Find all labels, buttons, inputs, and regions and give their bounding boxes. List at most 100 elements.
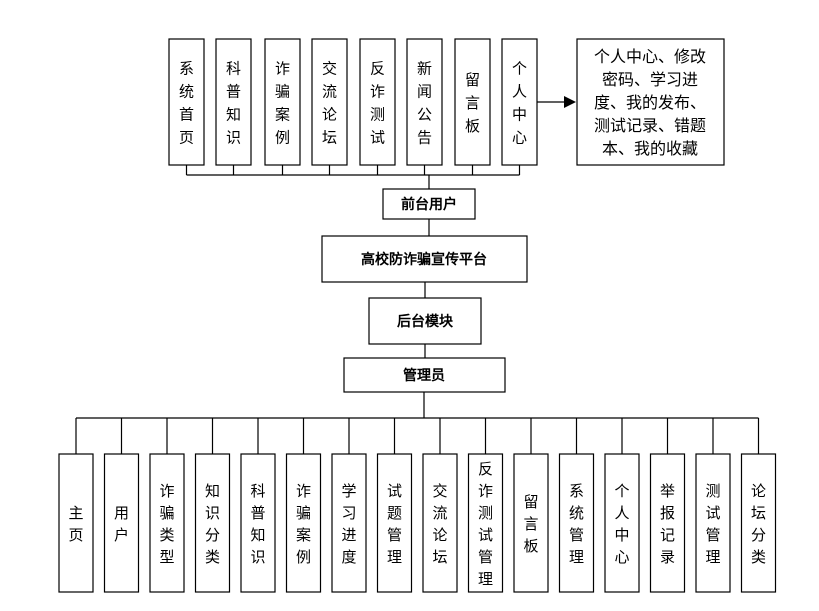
back-module-char: 坛	[432, 548, 447, 566]
back-module-box	[376, 453, 413, 593]
back-module-char: 试	[387, 482, 402, 500]
back-module-box	[240, 453, 276, 593]
front-module-char: 心	[512, 129, 527, 147]
back-module-char: 进	[341, 526, 356, 544]
platform-node: 高校防诈骗宣传平台	[321, 235, 528, 283]
front-module-char: 系	[179, 60, 194, 78]
back-module-char: 测	[705, 482, 720, 500]
back-module-char: 识	[205, 504, 220, 522]
back-module-1: 主页	[58, 453, 94, 593]
front-module-char: 骗	[275, 83, 290, 101]
back-module-char: 普	[250, 504, 265, 522]
back-module-char: 录	[660, 548, 675, 566]
front-module-7: 留言板	[454, 38, 491, 166]
admin-label: 管理员	[403, 367, 445, 384]
back-module-char: 试	[478, 526, 493, 544]
front-module-box	[264, 38, 301, 166]
back-module-char: 页	[68, 526, 83, 544]
front-module-char: 中	[512, 106, 527, 124]
front-module-box	[168, 38, 205, 166]
back-module-char: 心	[614, 548, 629, 566]
back-module-box	[467, 453, 504, 593]
front-module-char: 流	[322, 83, 337, 101]
back-module-char: 识	[250, 548, 265, 566]
front-module-char: 新	[417, 60, 432, 78]
detail-line-5: 本、我的收藏	[602, 139, 698, 158]
back-module-char: 诈	[478, 482, 493, 500]
back-module-box	[649, 453, 686, 593]
back-module-char: 诈	[159, 482, 174, 500]
back-module-char: 类	[205, 548, 220, 566]
back-module-char: 度	[341, 548, 356, 566]
back-module-box	[604, 453, 640, 593]
front-module-char: 普	[226, 83, 241, 101]
back-module-box	[331, 453, 367, 593]
back-module-char: 类	[159, 526, 174, 544]
back-module-box	[194, 453, 231, 593]
back-module-char: 理	[705, 548, 720, 566]
front-module-char: 闻	[417, 83, 432, 101]
back-module-char: 管	[478, 548, 493, 566]
back-module-char: 板	[523, 537, 538, 555]
front-module-char: 试	[370, 129, 385, 147]
back-module-char: 型	[159, 548, 174, 566]
front-module-char: 识	[226, 129, 241, 147]
back-module-char: 管	[387, 526, 402, 544]
back-module-11: 留言板	[513, 453, 549, 593]
front-module-char: 个	[512, 60, 527, 78]
front-module-box	[215, 38, 252, 166]
detail-line-2: 密码、学习进	[602, 70, 698, 89]
back-module-char: 人	[614, 504, 629, 522]
back-module-char: 学	[341, 482, 356, 500]
personal-center-detail-box	[576, 38, 725, 166]
back-module-char: 类	[751, 548, 766, 566]
back-module-char: 管	[569, 526, 584, 544]
admin-box	[343, 357, 506, 393]
back-module-char: 论	[751, 482, 766, 500]
back-module-char: 个	[614, 482, 629, 500]
front-module-char: 交	[322, 60, 337, 78]
back-module-char: 骗	[159, 504, 174, 522]
front-module-char: 诈	[370, 83, 385, 101]
back-module-char: 题	[387, 504, 402, 522]
front-user-label: 前台用户	[401, 196, 457, 213]
front-module-char: 测	[370, 106, 385, 124]
front-module-char: 言	[465, 94, 480, 112]
front-module-char: 页	[179, 129, 194, 147]
back-module-char: 分	[205, 526, 220, 544]
front-module-char: 反	[370, 60, 385, 78]
front-module-char: 人	[512, 83, 527, 101]
back-module-char: 论	[432, 526, 447, 544]
front-user-node: 前台用户	[382, 188, 476, 220]
back-module-char: 管	[705, 526, 720, 544]
back-module-2: 用户	[103, 453, 140, 593]
front-module-box	[454, 38, 491, 166]
front-module-box	[359, 38, 396, 166]
front-module-char: 知	[226, 106, 241, 124]
front-module-8: 个人中心	[501, 38, 538, 166]
front-module-char: 坛	[322, 129, 337, 147]
back-module-box	[285, 453, 322, 593]
front-module-box	[406, 38, 443, 166]
front-module-box	[311, 38, 348, 166]
back-module-char: 用	[114, 504, 129, 522]
personal-center-detail: 个人中心、修改 密码、学习进 度、我的发布、 测试记录、错题 本、我的收藏	[576, 38, 725, 166]
back-module-char: 测	[478, 504, 493, 522]
platform-label: 高校防诈骗宣传平台	[361, 251, 487, 268]
back-module-char: 留	[523, 493, 538, 511]
